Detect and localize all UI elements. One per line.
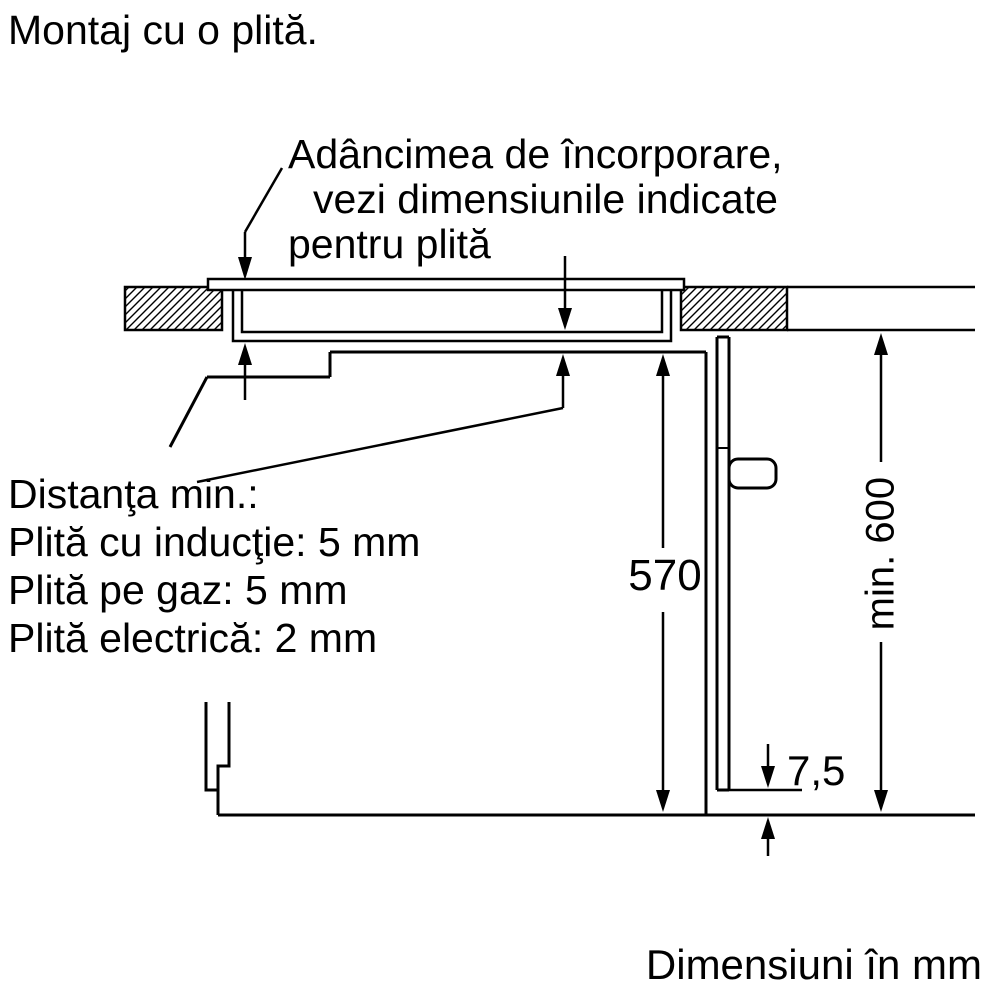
oven-door — [715, 335, 731, 792]
hob-top-plate — [206, 277, 686, 292]
footer-units-note: Dimensiuni în mm — [645, 941, 982, 988]
cabinet-break-line — [168, 376, 209, 448]
dim-min-600-arrow — [874, 333, 888, 812]
worktop-left-section — [123, 285, 224, 332]
min-distance-leader — [196, 406, 564, 484]
min-distance-arrow-left — [238, 343, 252, 400]
min-distance-gas: Plită pe gaz: 5 mm — [8, 567, 348, 613]
cabinet-left-lower-wall — [204, 702, 231, 815]
annotation-line-2: vezi dimensiunile indicate — [313, 176, 778, 222]
dim-7-5-label: 7,5 — [787, 747, 846, 794]
worktop-extension-lines — [787, 285, 975, 332]
diagram-title: Montaj cu o plită. — [8, 7, 318, 53]
dim-570-label: 570 — [628, 551, 702, 600]
door-handle — [727, 457, 778, 490]
annotation-line-3: pentru plită — [288, 221, 491, 267]
hob-depth-arrow — [558, 256, 572, 330]
hob-tub-inner — [240, 290, 664, 334]
hob-tub-outer — [231, 290, 673, 343]
min-distance-electric: Plită electrică: 2 mm — [8, 615, 378, 661]
worktop-right-section — [679, 285, 789, 332]
min-distance-induction: Plită cu inducţie: 5 mm — [8, 519, 421, 565]
annotation-leader-arrow — [238, 167, 284, 280]
min-distance-heading: Distanţa min.: — [8, 471, 259, 517]
dim-570-arrow — [656, 354, 670, 812]
annotation-line-1: Adâncimea de încorporare, — [288, 131, 783, 177]
cabinet-step-lines — [168, 352, 332, 448]
dim-min-600-label: min. 600 — [858, 476, 903, 631]
min-distance-arrow-right — [556, 354, 570, 408]
dim-7-5-arrows — [761, 744, 775, 856]
